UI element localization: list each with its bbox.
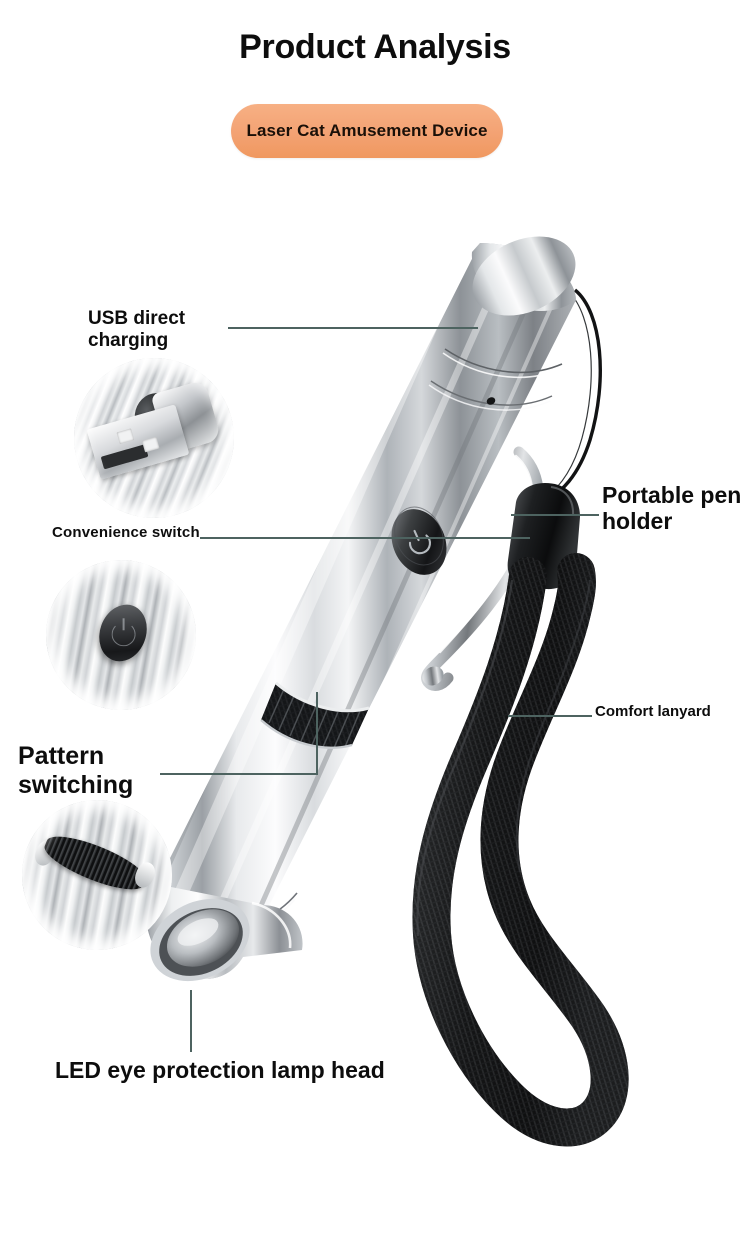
leader-line-lamp-head xyxy=(190,990,192,1052)
leader-line-pattern-horizontal xyxy=(160,773,318,775)
pattern-switching-ring xyxy=(260,681,370,749)
usb-slot xyxy=(141,436,160,453)
leader-line-pattern-vertical xyxy=(316,692,318,775)
lanyard-cord-highlight xyxy=(544,291,592,499)
inset-knurled-ring xyxy=(22,800,172,950)
usb-mouth xyxy=(100,444,149,470)
comfort-lanyard xyxy=(412,553,629,1147)
cap-seam-ring xyxy=(444,348,563,374)
inset-usb-connector xyxy=(74,358,234,518)
leader-line-usb xyxy=(228,327,478,329)
callout-label-convenience-switch: Convenience switch xyxy=(52,524,200,541)
product-name-badge-label: Laser Cat Amusement Device xyxy=(246,121,488,140)
product-name-badge: Laser Cat Amusement Device xyxy=(231,104,503,158)
inset-power-switch xyxy=(46,560,196,710)
led-lamp-head xyxy=(148,886,303,982)
usb-slot xyxy=(116,428,135,445)
leader-line-pen-holder xyxy=(511,514,599,516)
flashlight-barrel xyxy=(146,236,576,982)
power-symbol-icon xyxy=(111,622,136,647)
indicator-hole xyxy=(486,397,496,405)
leader-line-switch xyxy=(200,537,530,539)
callout-label-portable-pen-holder: Portable pen holder xyxy=(602,482,742,535)
page-title: Product Analysis xyxy=(239,28,511,66)
callout-label-pattern-switching: Pattern switching xyxy=(18,742,134,799)
power-button[interactable] xyxy=(381,499,456,583)
leader-line-lanyard xyxy=(508,715,592,717)
callout-label-usb-direct-charging: USB direct charging xyxy=(88,308,186,351)
callout-label-led-lamp-head: LED eye protection lamp head xyxy=(55,1057,385,1083)
callout-label-comfort-lanyard: Comfort lanyard xyxy=(595,703,711,720)
